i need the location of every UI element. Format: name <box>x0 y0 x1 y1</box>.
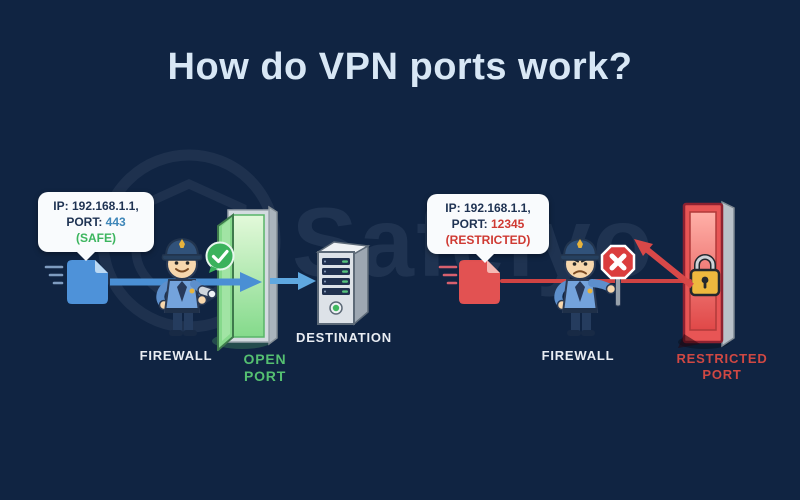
ip-line: IP: 192.168.1.1, <box>53 199 139 213</box>
ip-line: IP: 192.168.1.1, <box>445 201 531 215</box>
speed-lines-icon <box>436 262 460 293</box>
firewall-officer-block-icon <box>544 228 617 345</box>
restricted-port-label: RESTRICTED PORT <box>676 351 768 382</box>
restricted-door-icon <box>678 198 740 355</box>
port-label: PORT: <box>66 214 103 229</box>
port-line: PORT: 443 <box>43 215 149 231</box>
port-line: PORT: 12345 <box>432 217 544 233</box>
port-value: 12345 <box>490 216 525 231</box>
port-value: 443 <box>105 214 126 229</box>
restricted-packet-info-bubble: IP: 192.168.1.1, PORT: 12345 (RESTRICTED… <box>427 194 549 265</box>
firewall-label-right: FIREWALL <box>541 348 615 363</box>
speed-lines-icon <box>42 262 66 293</box>
checkmark-badge-icon <box>203 241 237 280</box>
safe-packet-info-bubble: IP: 192.168.1.1, PORT: 443 (SAFE) <box>38 192 154 263</box>
open-port-label: OPEN PORT <box>243 351 287 384</box>
server-icon <box>310 236 374 337</box>
firewall-label-left: FIREWALL <box>139 348 213 363</box>
firewall-officer-allow-icon <box>146 228 218 345</box>
destination-label: DESTINATION <box>296 330 392 345</box>
page-title: How do VPN ports work? <box>167 46 633 88</box>
status-badge: (RESTRICTED) <box>445 232 531 247</box>
status-badge: (SAFE) <box>76 230 116 245</box>
port-label: PORT: <box>451 216 488 231</box>
stop-sign-icon <box>600 244 636 313</box>
padlock-icon <box>689 254 721 297</box>
safe-packet-icon <box>62 256 112 313</box>
forward-arrow-icon <box>270 270 316 297</box>
restricted-packet-icon <box>454 256 504 313</box>
deflected-arrow-icon <box>628 234 696 297</box>
